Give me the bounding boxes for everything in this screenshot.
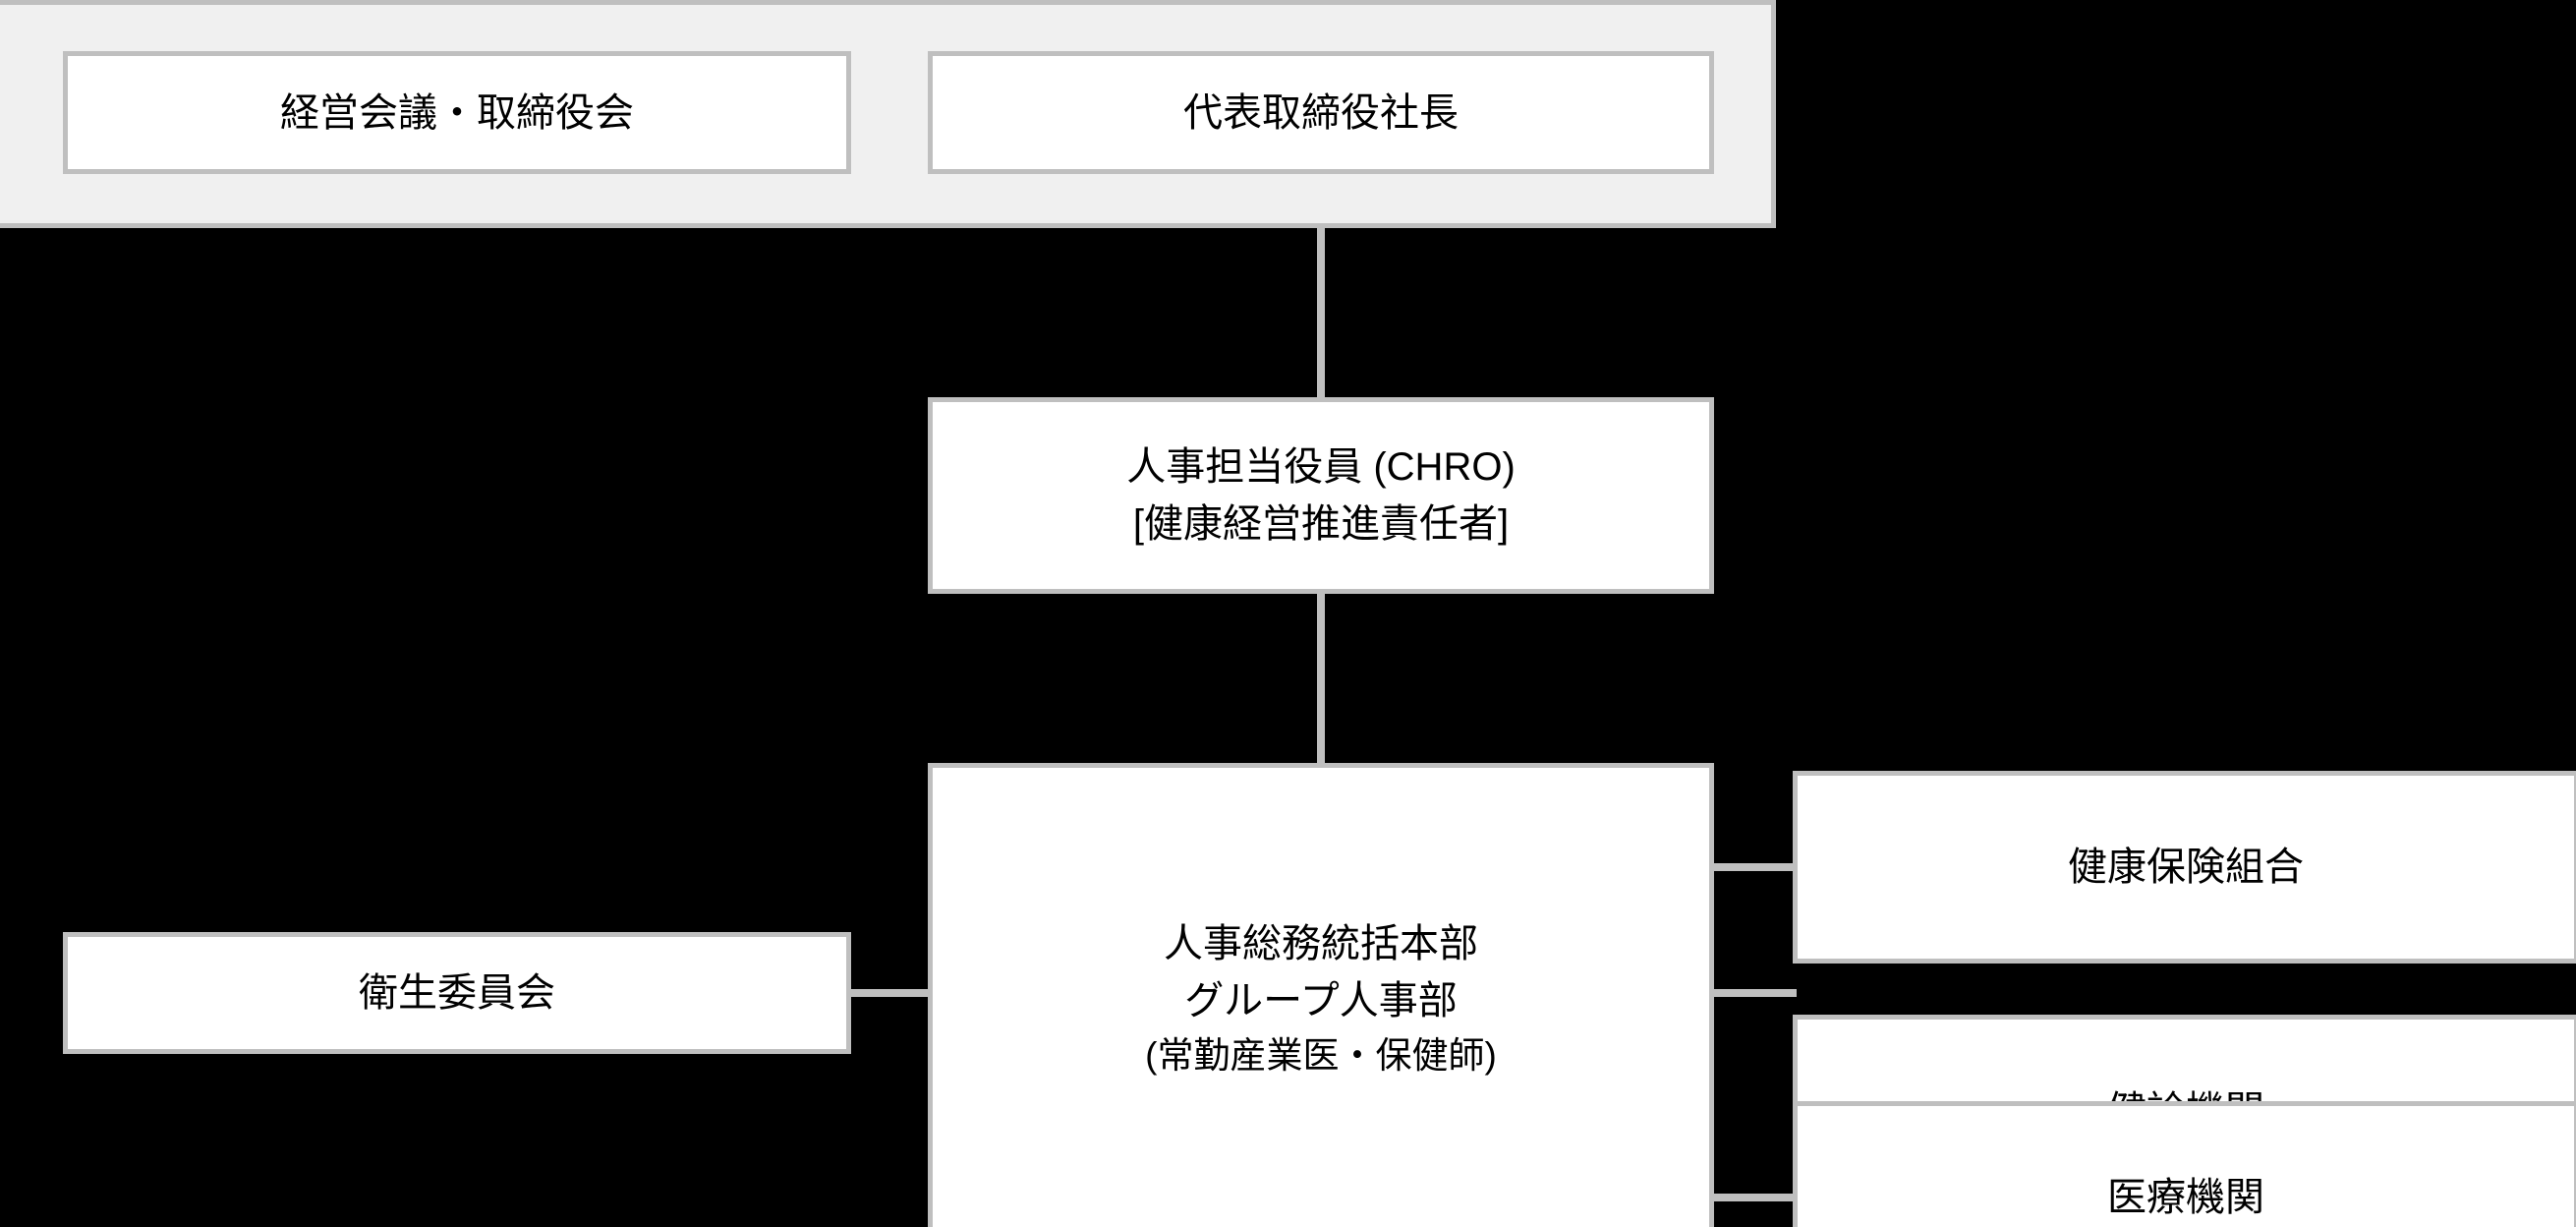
- node-health-insurance-union-label: 健康保険組合: [2068, 846, 2304, 889]
- node-management-board[interactable]: 経営会議・取締役会: [63, 51, 851, 174]
- node-medical-institution[interactable]: 医療機関: [1793, 1101, 2576, 1227]
- connector-hr-division-to-health-insurance-union: [1710, 863, 1797, 871]
- connector-chro-to-hr-division: [1317, 590, 1325, 767]
- node-hr-division-line3: (常勤産業医・保健師): [1145, 1035, 1497, 1077]
- node-safety-health-committee[interactable]: 衛生委員会: [63, 932, 851, 1054]
- node-chro[interactable]: 人事担当役員 (CHRO) [健康経営推進責任者]: [928, 397, 1714, 594]
- node-hr-division-line2: グループ人事部: [1184, 979, 1458, 1023]
- node-safety-health-committee-label: 衛生委員会: [359, 971, 555, 1015]
- node-hr-division-line1: 人事総務統括本部: [1164, 922, 1478, 966]
- node-president-ceo-label: 代表取締役社長: [1183, 90, 1459, 135]
- node-health-insurance-union[interactable]: 健康保険組合: [1793, 771, 2576, 964]
- node-management-board-label: 経営会議・取締役会: [280, 90, 634, 135]
- node-president-ceo[interactable]: 代表取締役社長: [928, 51, 1714, 174]
- connector-hr-division-to-checkup-institution: [1710, 989, 1797, 997]
- node-chro-title: 人事担当役員 (CHRO): [1126, 445, 1516, 489]
- node-chro-subtitle: [健康経営推進責任者]: [1132, 502, 1510, 546]
- node-hr-division[interactable]: 人事総務統括本部 グループ人事部 (常勤産業医・保健師): [928, 763, 1714, 1227]
- connector-hr-division-to-medical-institution: [1710, 1194, 1797, 1201]
- node-medical-institution-label: 医療機関: [2107, 1176, 2264, 1219]
- connector-executive-to-chro: [1317, 228, 1325, 401]
- connector-committee-to-hr-division: [847, 989, 932, 997]
